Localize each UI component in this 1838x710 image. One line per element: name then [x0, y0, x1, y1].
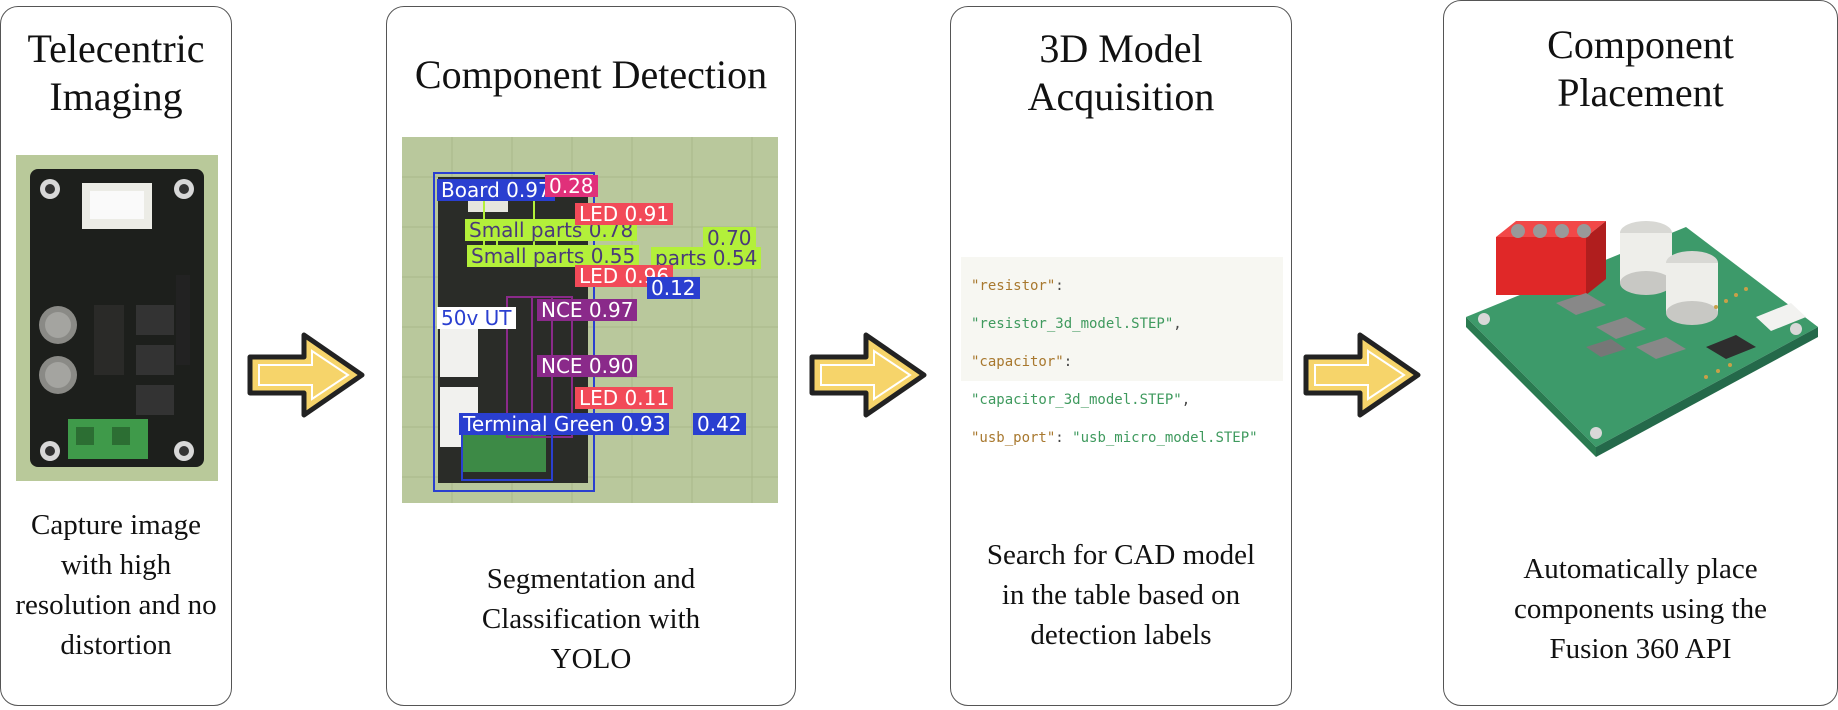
detection-label: 50v UT — [437, 307, 516, 329]
detection-label: LED 0.91 — [575, 203, 674, 225]
detection-label: Terminal Green 0.93 — [459, 413, 670, 435]
pcb-board-photo — [16, 155, 218, 481]
panel-title: 3D Model Acquisition — [1027, 26, 1215, 119]
panel-component-detection: Component Detection Board 0.97 0.28 Smal… — [386, 6, 796, 706]
detection-label: Board 0.97 — [437, 179, 555, 201]
panel-description: Segmentation and Classification with YOL… — [481, 563, 701, 675]
panel-description: Search for CAD model in the table based … — [986, 539, 1256, 651]
panel-description: Capture image with high resolution and n… — [15, 509, 217, 661]
detection-label: NCE 0.97 — [537, 299, 638, 321]
cad-model-table: "resistor": "resistor_3d_model.STEP", "c… — [961, 257, 1283, 446]
detection-label: Small parts 0.55 — [467, 245, 640, 267]
detection-label: 0.70 — [703, 227, 756, 249]
detection-label: 0.12 — [647, 277, 700, 299]
detection-label: LED 0.11 — [575, 387, 674, 409]
panel-telecentric-imaging: Telecentric Imaging Capture image with h… — [0, 6, 232, 706]
detection-label: parts 0.54 — [651, 247, 762, 269]
panel-component-placement: Component Placement Automatically place … — [1443, 0, 1838, 706]
detection-label: 0.28 — [545, 175, 598, 197]
detection-label: NCE 0.90 — [537, 355, 638, 377]
detection-label: 0.42 — [693, 413, 746, 435]
panel-description: Automatically place components using the… — [1514, 553, 1767, 665]
arrow-right-icon — [247, 332, 365, 418]
3d-pcb-render — [1466, 221, 1818, 457]
panel-3d-model-acquisition: 3D Model Acquisition "resistor": "resist… — [950, 6, 1292, 706]
table-row: "usb_port": "usb_micro_model.STEP" — [971, 430, 1258, 446]
panel-title: Component Placement — [1547, 22, 1734, 115]
table-row: "capacitor": "capacitor_3d_model.STEP", — [971, 354, 1191, 408]
table-row: "resistor": "resistor_3d_model.STEP", — [971, 278, 1182, 332]
arrow-right-icon — [809, 332, 927, 418]
panel-title: Component Detection — [414, 52, 768, 97]
arrow-right-icon — [1303, 332, 1421, 418]
panel-title: Telecentric Imaging — [27, 26, 205, 119]
